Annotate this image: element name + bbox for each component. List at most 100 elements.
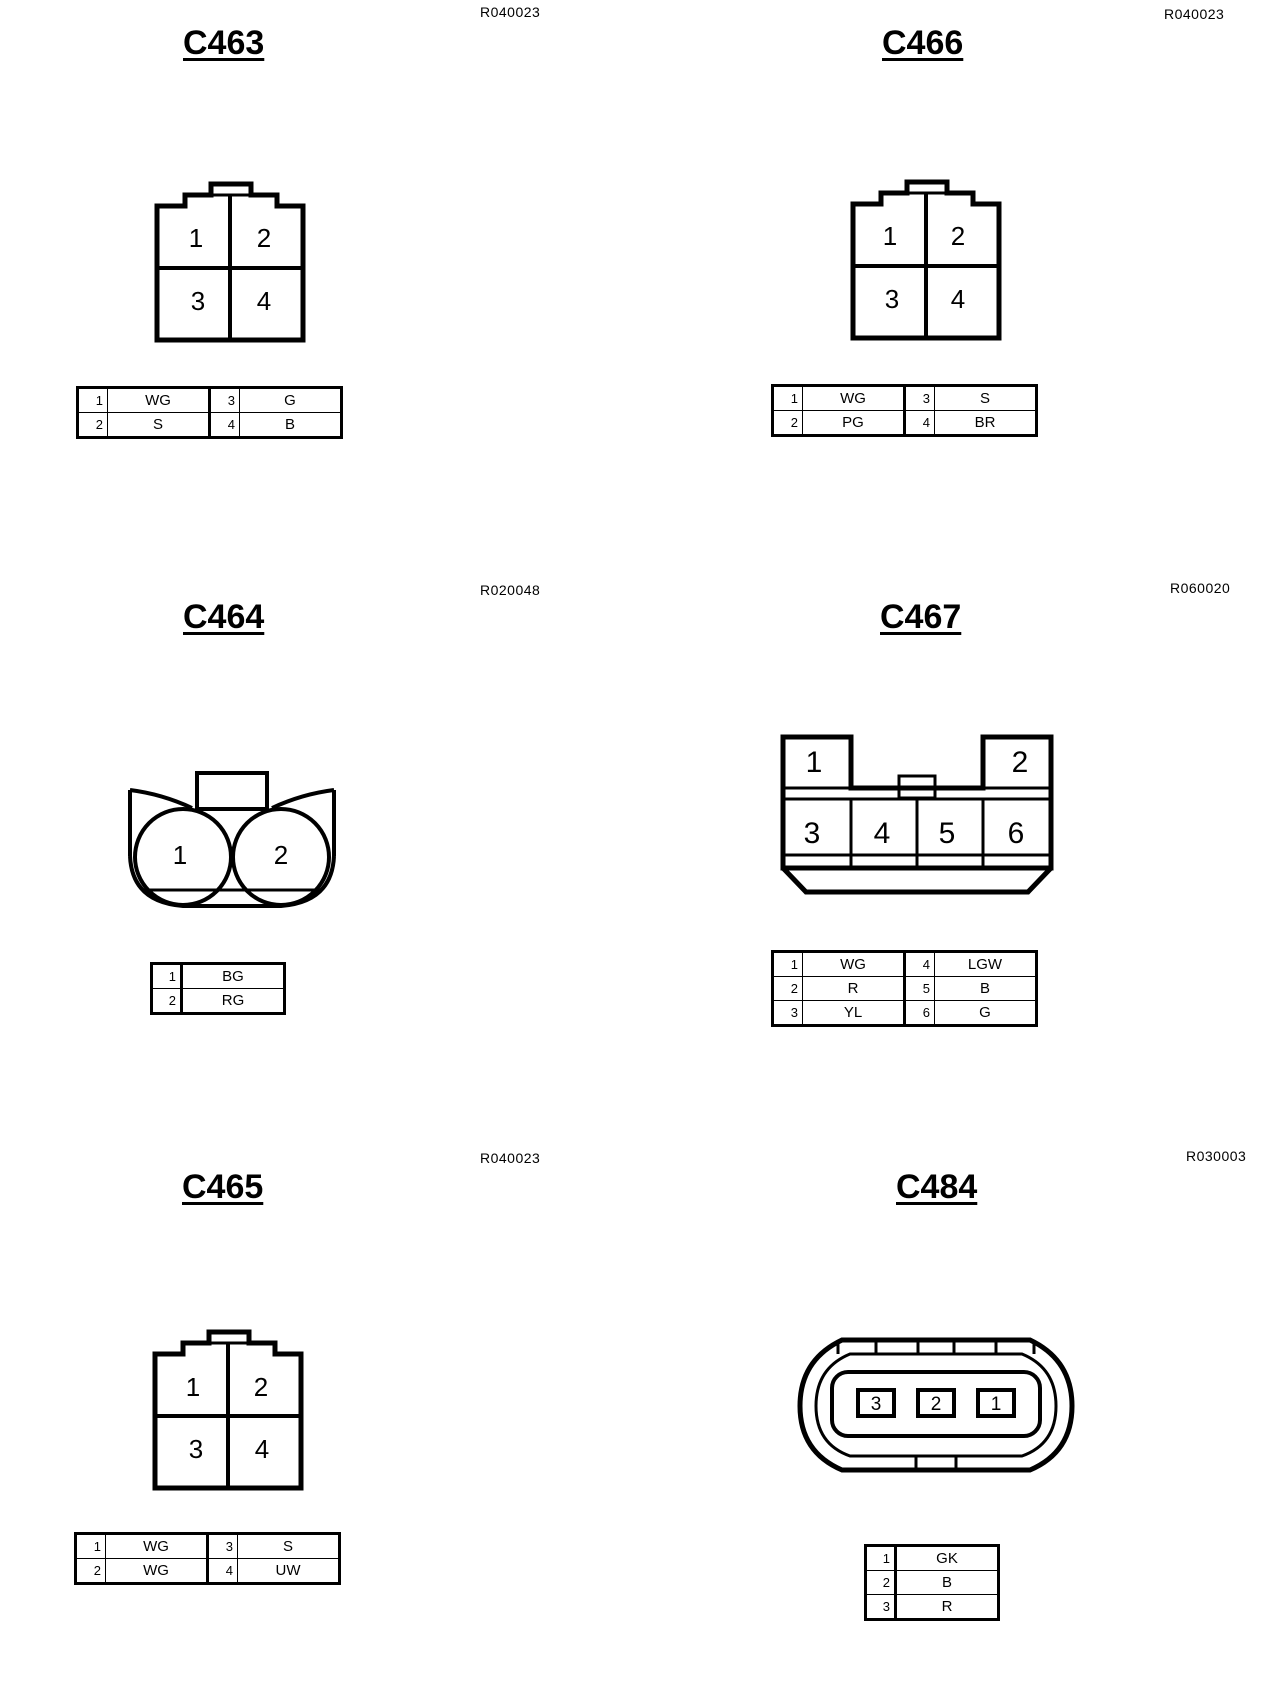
wire-color: RG: [181, 988, 285, 1014]
c463-title: C463: [183, 24, 265, 62]
c467-wire-table: 1 WG 4 LGW 2 R 5 B 3 YL 6 G: [771, 950, 1038, 1027]
pin-number: 1: [772, 385, 803, 411]
c464-pin-1-label: 1: [173, 840, 187, 870]
wire-color: G: [934, 1000, 1037, 1026]
c467-pin-5-label: 5: [939, 817, 956, 850]
wire-color: S: [934, 385, 1037, 411]
table-row: 1 WG 3 G: [77, 387, 342, 413]
wire-color: WG: [107, 387, 211, 413]
wire-color: B: [239, 412, 342, 438]
wire-color: WG: [105, 1533, 209, 1559]
c484-pin-2-label: 2: [931, 1394, 942, 1415]
pin-number: 2: [77, 412, 108, 438]
wire-color: S: [107, 412, 211, 438]
pin-number: 2: [75, 1558, 106, 1584]
pin-number: 4: [209, 412, 240, 438]
wire-color: B: [934, 976, 1037, 1001]
pin-number: 3: [772, 1000, 803, 1026]
wire-color: YL: [802, 1000, 906, 1026]
c467-pin-6-label: 6: [1008, 817, 1025, 850]
pin-number: 3: [865, 1594, 897, 1620]
table-row: 2 PG 4 BR: [772, 410, 1037, 436]
wire-color: R: [895, 1594, 999, 1620]
table-row: 1 WG 3 S: [75, 1533, 340, 1559]
c484-reference-code: R030003: [1186, 1148, 1247, 1164]
wire-color: BR: [934, 410, 1037, 436]
pin-number: 1: [151, 963, 183, 989]
c465-pin-3-label: 3: [189, 1434, 203, 1464]
wire-color: BG: [181, 963, 285, 989]
c467-reference-code: R060020: [1170, 580, 1231, 596]
c467-pin-3-label: 3: [804, 817, 821, 850]
pin-number: 2: [865, 1570, 897, 1595]
c463-pin-1-label: 1: [189, 223, 203, 253]
pin-number: 4: [207, 1558, 238, 1584]
c484-title: C484: [896, 1168, 978, 1206]
c464-connector-face: 1 2: [128, 771, 336, 908]
c466-pin-3-label: 3: [885, 284, 899, 314]
pin-number: 1: [772, 951, 803, 977]
pin-number: 5: [904, 976, 935, 1001]
wire-color: S: [237, 1533, 340, 1559]
table-row: 1 WG 3 S: [772, 385, 1037, 411]
c463-pin-2-label: 2: [257, 223, 271, 253]
c484-pin-1-label: 1: [991, 1394, 1002, 1415]
pin-number: 1: [75, 1533, 106, 1559]
c463-reference-code: R040023: [480, 4, 541, 20]
c465-pin-2-label: 2: [254, 1372, 268, 1402]
c465-title: C465: [182, 1168, 264, 1206]
c466-connector-face: 1 2 3 4: [850, 179, 1002, 341]
table-row: 1 WG 4 LGW: [772, 951, 1037, 977]
pin-number: 3: [904, 385, 935, 411]
table-row: 1 GK: [865, 1545, 999, 1571]
c467-connector-face: 1 2 3 4 5 6: [780, 734, 1054, 895]
c466-reference-code: R040023: [1164, 6, 1225, 22]
c466-title: C466: [882, 24, 964, 62]
table-row: 2 R 5 B: [772, 976, 1037, 1001]
pin-number: 1: [865, 1545, 897, 1571]
c467-pin-4-label: 4: [874, 817, 891, 850]
c463-wire-table: 1 WG 3 G 2 S 4 B: [76, 386, 343, 439]
c465-pin-4-label: 4: [255, 1434, 269, 1464]
pin-number: 4: [904, 410, 935, 436]
table-row: 2 B: [865, 1570, 999, 1595]
c466-pin-2-label: 2: [951, 221, 965, 251]
wire-color: R: [802, 976, 906, 1001]
wire-color: PG: [802, 410, 906, 436]
c466-pin-1-label: 1: [883, 221, 897, 251]
c466-pin-4-label: 4: [951, 284, 965, 314]
pin-number: 2: [151, 988, 183, 1014]
pin-number: 3: [207, 1533, 238, 1559]
c465-reference-code: R040023: [480, 1150, 541, 1166]
c464-reference-code: R020048: [480, 582, 541, 598]
wire-color: WG: [105, 1558, 209, 1584]
pin-number: 3: [209, 387, 240, 413]
c464-pin-2-label: 2: [274, 840, 288, 870]
c465-pin-1-label: 1: [186, 1372, 200, 1402]
c465-wire-table: 1 WG 3 S 2 WG 4 UW: [74, 1532, 341, 1585]
wire-color: LGW: [934, 951, 1037, 977]
c466-wire-table: 1 WG 3 S 2 PG 4 BR: [771, 384, 1038, 437]
wire-color: UW: [237, 1558, 340, 1584]
wire-color: GK: [895, 1545, 999, 1571]
pin-number: 6: [904, 1000, 935, 1026]
wire-color: B: [895, 1570, 999, 1595]
pin-number: 2: [772, 410, 803, 436]
wire-color: WG: [802, 951, 906, 977]
c467-pin-1-label: 1: [806, 746, 823, 779]
table-row: 2 S 4 B: [77, 412, 342, 438]
c463-pin-4-label: 4: [257, 286, 271, 316]
c484-connector-face: 3 2 1: [797, 1337, 1075, 1473]
wire-color: WG: [802, 385, 906, 411]
c484-pin-3-label: 3: [871, 1394, 882, 1415]
table-row: 2 RG: [151, 988, 285, 1014]
c465-connector-face: 1 2 3 4: [152, 1329, 304, 1491]
table-row: 1 BG: [151, 963, 285, 989]
c467-title: C467: [880, 598, 962, 636]
table-row: 2 WG 4 UW: [75, 1558, 340, 1584]
pin-number: 4: [904, 951, 935, 977]
table-row: 3 YL 6 G: [772, 1000, 1037, 1026]
c464-title: C464: [183, 598, 265, 636]
c467-pin-2-label: 2: [1012, 746, 1029, 779]
table-row: 3 R: [865, 1594, 999, 1620]
